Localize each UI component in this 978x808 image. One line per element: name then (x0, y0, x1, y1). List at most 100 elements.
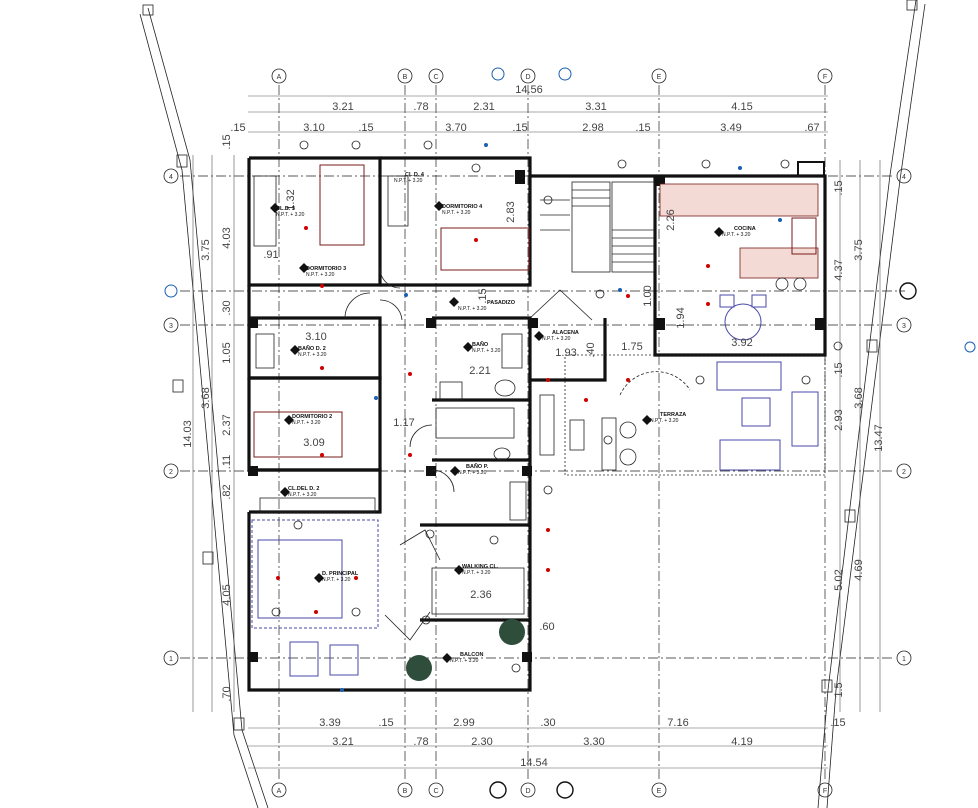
svg-text:N.P.T. + 3.20: N.P.T. + 3.20 (322, 577, 351, 583)
dim: 3.30 (583, 736, 604, 748)
room-label-dormitorio-3: DORMITORIO 3N.P.T. + 3.20 (306, 266, 346, 278)
doors (344, 267, 691, 641)
svg-text:N.P.T. + 3.20: N.P.T. + 3.20 (442, 210, 471, 216)
dim: 1.75 (621, 341, 642, 353)
dim-total-top: 14.56 (515, 84, 543, 96)
svg-text:BAÑO P.: BAÑO P. (466, 463, 489, 470)
axis-label: 3 (902, 323, 906, 330)
dim: 4.05 (221, 584, 233, 605)
svg-text:BAÑO D. 2: BAÑO D. 2 (298, 345, 326, 352)
grid-bubbles-side: 4 3 2 1 4 3 2 1 (163, 168, 976, 666)
interior-dimensions: 3.10 3.09 1.17 2.21 1.93 .40 1.75 1.00 1… (263, 189, 752, 633)
dim: 2.26 (665, 209, 677, 230)
dim-total-right: 13.47 (873, 424, 885, 452)
walls (247, 156, 827, 692)
axis-label: 1 (169, 656, 173, 663)
dim: 3.31 (585, 101, 606, 113)
svg-text:DORMITORIO 3: DORMITORIO 3 (306, 266, 346, 272)
svg-text:N.P.T. + 3.20: N.P.T. + 3.20 (542, 336, 571, 342)
dimensions-bottom: 3.39 .15 2.99 .30 7.16 .15 3.21 .78 2.30… (248, 717, 846, 769)
axis-label: B (403, 788, 408, 795)
dim: .15 (833, 180, 845, 195)
axis-label: F (823, 74, 827, 81)
dim: .15 (230, 122, 245, 134)
dim: 1.17 (393, 417, 414, 429)
svg-text:N.P.T. + 3.20: N.P.T. + 3.20 (306, 272, 335, 278)
room-label-bano-d2: BAÑO D. 2N.P.T. + 3.20 (298, 345, 327, 358)
dim: 1.05 (221, 342, 233, 363)
dim: .30 (221, 300, 233, 315)
dim: 3.49 (720, 122, 741, 134)
dim: .15 (635, 122, 650, 134)
terrace (564, 354, 826, 476)
axis-label: B (403, 74, 408, 81)
dim: 3.75 (200, 239, 212, 260)
svg-text:N.P.T. + 3.20: N.P.T. + 3.20 (298, 352, 327, 358)
dim: 2.37 (221, 414, 233, 435)
dim: .15 (221, 134, 233, 149)
svg-text:WALKING CL.: WALKING CL. (462, 564, 499, 570)
room-label-dormitorio-2: DORMITORIO 2N.P.T. + 3.20 (292, 414, 332, 426)
dim: 4.69 (853, 559, 865, 580)
room-label-cl-del-d2: CL.DEL D. 2N.P.T. + 3.20 (288, 486, 319, 498)
dim: 1.93 (555, 347, 576, 359)
svg-text:DORMITORIO 4: DORMITORIO 4 (442, 204, 483, 210)
dim: .78 (413, 736, 428, 748)
dim: 3.21 (332, 101, 353, 113)
axis-label: 3 (169, 323, 173, 330)
svg-text:COCINA: COCINA (734, 226, 756, 232)
dim: .30 (540, 717, 555, 729)
dim: .15 (833, 362, 845, 377)
axis-label: 4 (902, 174, 906, 181)
dim: .15 (830, 717, 845, 729)
kitchen-fixtures (659, 183, 819, 341)
dimensions-right: 13.47 3.75 3.68 .15 4.37 .15 2.93 5.02 4… (833, 160, 885, 712)
dim: 2.93 (833, 409, 845, 430)
svg-text:D. PRINCIPAL: D. PRINCIPAL (322, 571, 359, 577)
dim: 4.37 (833, 259, 845, 280)
dim: .15 (477, 288, 489, 303)
axis-label: A (277, 74, 282, 81)
axis-label: F (823, 788, 827, 795)
room-labels: CL.D. 3N.P.T. + 3.20 DORMITORIO 3N.P.T. … (276, 172, 756, 664)
svg-text:PASADIZO: PASADIZO (487, 300, 516, 306)
dim: 4.19 (731, 736, 752, 748)
dim: 5.02 (833, 569, 845, 590)
dim: 1.00 (642, 285, 654, 306)
bath-fixtures (255, 333, 555, 615)
dim: 2.99 (453, 717, 474, 729)
axis-label: C (433, 74, 438, 81)
dim-total-bottom: 14.54 (520, 757, 548, 769)
grid-bubbles-top: A B C D E F (271, 67, 833, 84)
dim: .15 (378, 717, 393, 729)
dim: .67 (804, 122, 819, 134)
dim: 2.36 (470, 589, 491, 601)
dim: 1.32 (285, 189, 297, 210)
dim-total-left: 14.03 (182, 420, 194, 448)
svg-text:N.P.T. + 3.20: N.P.T. + 3.20 (394, 178, 423, 184)
dim: 1.94 (675, 307, 687, 328)
svg-text:N.P.T. + 3.20: N.P.T. + 3.20 (462, 570, 491, 576)
dim: 3.39 (319, 717, 340, 729)
svg-text:N.P.T. + 3.20: N.P.T. + 3.20 (472, 348, 501, 354)
svg-text:N.P.T. + 3.20: N.P.T. + 3.20 (292, 420, 321, 426)
dim: 3.68 (853, 387, 865, 408)
axis-label: 1 (902, 656, 906, 663)
axis-label: 2 (902, 469, 906, 476)
dim: 4.03 (221, 227, 233, 248)
dimensions-top: 14.56 3.21 .78 2.31 3.31 4.15 .15 3.10 .… (230, 84, 828, 134)
axis-label: 4 (169, 174, 173, 181)
svg-text:N.P.T. + 3.20: N.P.T. + 3.20 (458, 470, 487, 476)
svg-text:N.P.T. + 3.20: N.P.T. + 3.20 (722, 232, 751, 238)
dim: 3.68 (200, 387, 212, 408)
axis-label: E (657, 74, 662, 81)
svg-text:N.P.T. + 3.20: N.P.T. + 3.20 (650, 418, 679, 424)
dim: 3.09 (303, 437, 324, 449)
